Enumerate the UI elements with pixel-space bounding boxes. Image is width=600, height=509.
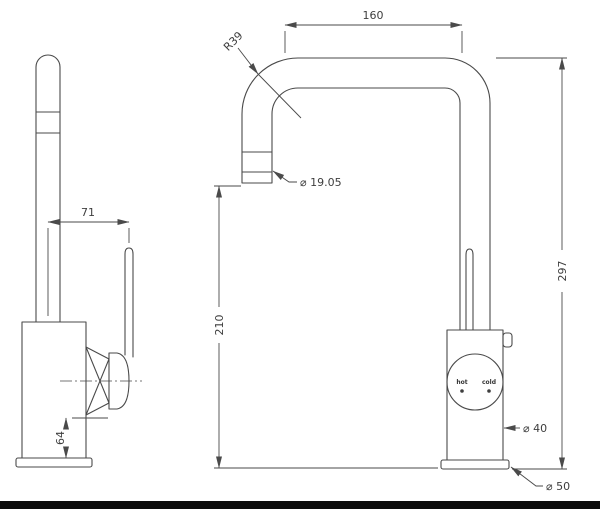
handle-stub (502, 332, 513, 348)
cold-indicator-dot (487, 389, 491, 393)
side-tube-joint-lines (35, 111, 61, 134)
front-view: hot cold 160 R39 ⌀ 19.05 (213, 9, 570, 493)
spout-tip-joint-lines (241, 151, 273, 173)
bottom-edge-bar (0, 501, 600, 509)
body-diameter-callout: ⌀ 40 (503, 422, 547, 435)
dim-40-label: ⌀ 40 (523, 422, 547, 435)
dim-50-label: ⌀ 50 (546, 480, 570, 493)
dim-r39-label: R39 (221, 29, 245, 53)
dim-160-label: 160 (363, 9, 384, 22)
hot-label: hot (456, 379, 467, 386)
dim-210-label: 210 (213, 315, 226, 336)
hot-indicator-dot (460, 389, 464, 393)
side-valve-cone (85, 346, 110, 416)
cold-label: cold (482, 379, 496, 386)
dim-71-label: 71 (81, 206, 95, 219)
dimension-top-run: 160 (284, 9, 463, 53)
front-body (446, 329, 504, 461)
dimension-handle-offset: 71 (47, 206, 130, 316)
side-base-flange (15, 457, 93, 468)
dim-297-label: 297 (556, 261, 569, 282)
gooseneck-spout-outline (241, 57, 491, 331)
dim-19-05-label: ⌀ 19.05 (300, 176, 342, 189)
dimension-spout-height: 210 (213, 185, 438, 469)
spout-diameter-callout: ⌀ 19.05 (272, 170, 342, 189)
base-diameter-callout: ⌀ 50 (510, 466, 570, 493)
radius-callout: R39 (221, 29, 302, 119)
side-handle-lever (124, 247, 134, 358)
dimension-lower-body-height: 64 (54, 417, 108, 459)
mixer-cap-circle (446, 353, 504, 411)
dim-64-label: 64 (54, 431, 67, 445)
front-handle-lever (465, 248, 474, 331)
side-spout-tube (35, 54, 61, 323)
side-view: 71 64 (15, 54, 142, 468)
dimension-overall-height: 297 (496, 57, 569, 470)
front-base-flange (440, 459, 510, 470)
